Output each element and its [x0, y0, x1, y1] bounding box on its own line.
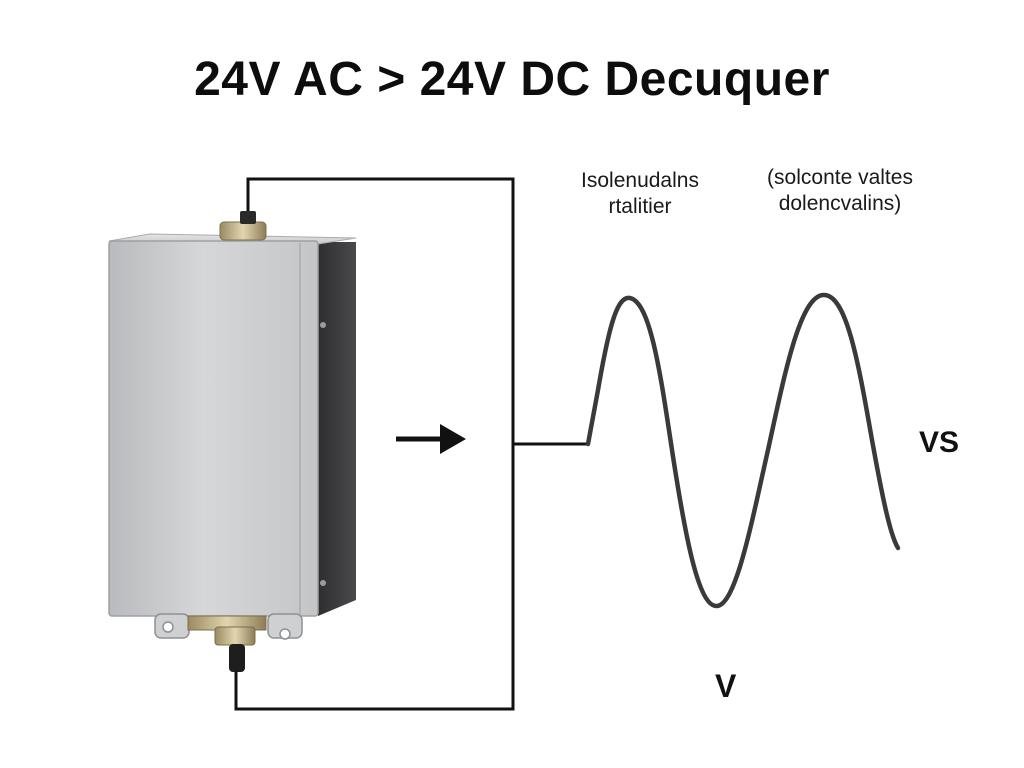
- label-vs: VS: [919, 426, 960, 459]
- label-top-right-line2: dolencvalins): [778, 192, 902, 215]
- top-connector-base: [219, 221, 267, 241]
- enclosure-side-panel: [318, 242, 356, 616]
- bottom-connector-cable: [229, 644, 245, 672]
- label-top-left: Isolenudalns rtalitier: [560, 168, 720, 220]
- wire-loop: [234, 177, 588, 711]
- mounting-foot-right: [267, 613, 303, 640]
- waveform-curve: [585, 292, 901, 609]
- side-screw-top: [320, 322, 326, 328]
- label-top-right-line1: (solconte valtes: [767, 166, 913, 189]
- label-v: V: [715, 668, 737, 704]
- page-title: 24V AC > 24V DC Decuquer: [194, 53, 830, 106]
- top-connector-pin: [240, 211, 256, 224]
- label-top-right: (solconte valtes dolencvalins): [720, 165, 960, 217]
- side-screw-bottom: [320, 580, 326, 586]
- power-supply-enclosure: [108, 211, 357, 672]
- bottom-connector-nut: [214, 626, 256, 646]
- mounting-foot-left: [154, 613, 190, 639]
- label-top-left-line2: rtalitier: [608, 195, 672, 218]
- label-top-left-line1: Isolenudalns: [581, 169, 699, 192]
- enclosure-front-face: [108, 240, 319, 617]
- arrow-right-icon: [396, 424, 466, 454]
